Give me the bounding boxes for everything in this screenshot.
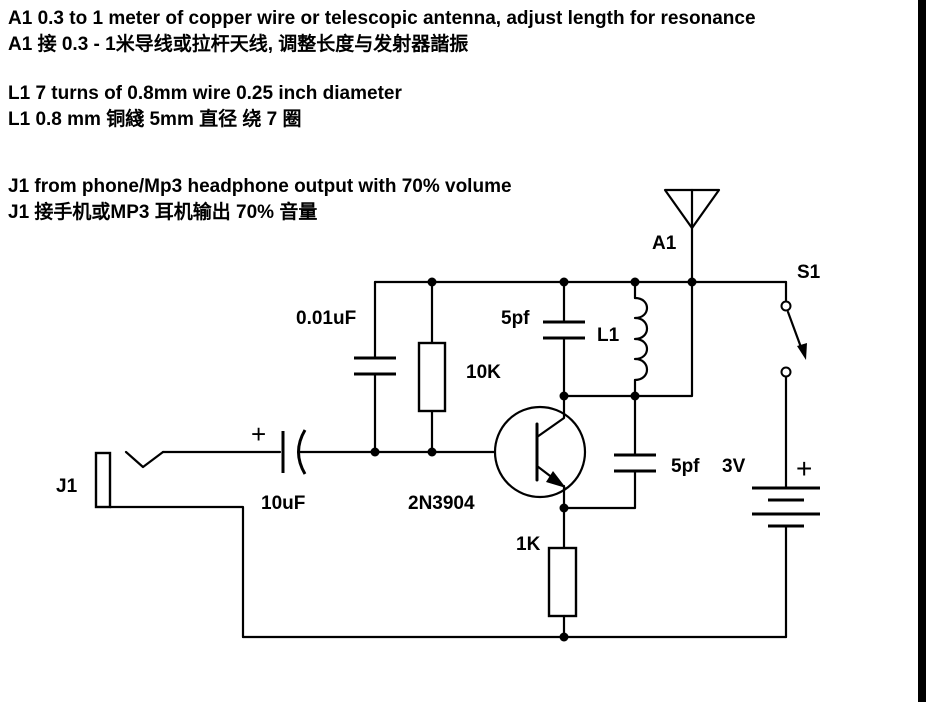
power-switch: [780, 280, 807, 490]
antenna-note-english: A1 0.3 to 1 meter of copper wire or tele…: [8, 8, 756, 29]
coil-label: L1: [597, 325, 620, 346]
coil-note-english: L1 7 turns of 0.8mm wire 0.25 inch diame…: [8, 83, 402, 104]
antenna-label: A1: [652, 233, 677, 254]
coil-inductor: [633, 280, 649, 398]
emitter-resistor-label: 1K: [516, 534, 541, 555]
switch-label: S1: [797, 262, 821, 283]
input-capacitor: [281, 429, 307, 475]
input-note-english: J1 from phone/Mp3 headphone output with …: [8, 176, 512, 197]
coil-note-chinese: L1 0.8 mm 铜綫 5mm 直径 绕 7 圈: [8, 109, 302, 130]
input-capacitor-label: 10uF: [261, 493, 305, 514]
tank-return-wire: [562, 280, 694, 398]
junction-dots: [370, 277, 697, 642]
tank-capacitor: [543, 280, 585, 398]
input-capacitor-plus-sign: +: [251, 419, 266, 449]
tank-capacitor-label: 5pf: [501, 308, 530, 329]
transistor: [493, 394, 587, 550]
input-note-chinese: J1 接手机或MP3 耳机输出 70% 音量: [8, 202, 318, 223]
bias-resistor-label: 10K: [466, 362, 501, 383]
transistor-label: 2N3904: [408, 493, 475, 514]
bias-resistor: [417, 280, 447, 454]
antenna: [663, 188, 721, 230]
feedback-capacitor-label: 5pf: [671, 456, 700, 477]
jack-label: J1: [56, 476, 78, 497]
emitter-resistor: [547, 546, 578, 639]
bias-capacitor-label: 0.01uF: [296, 308, 356, 329]
battery: [752, 486, 820, 639]
audio-jack: [94, 450, 245, 639]
antenna-note-chinese: A1 接 0.3 - 1米导线或拉杆天线, 调整长度与发射器諧振: [8, 34, 469, 55]
battery-plus-sign: +: [796, 453, 812, 484]
bias-capacitor: [354, 280, 396, 454]
battery-label: 3V: [722, 456, 746, 477]
feedback-capacitor: [562, 394, 656, 510]
